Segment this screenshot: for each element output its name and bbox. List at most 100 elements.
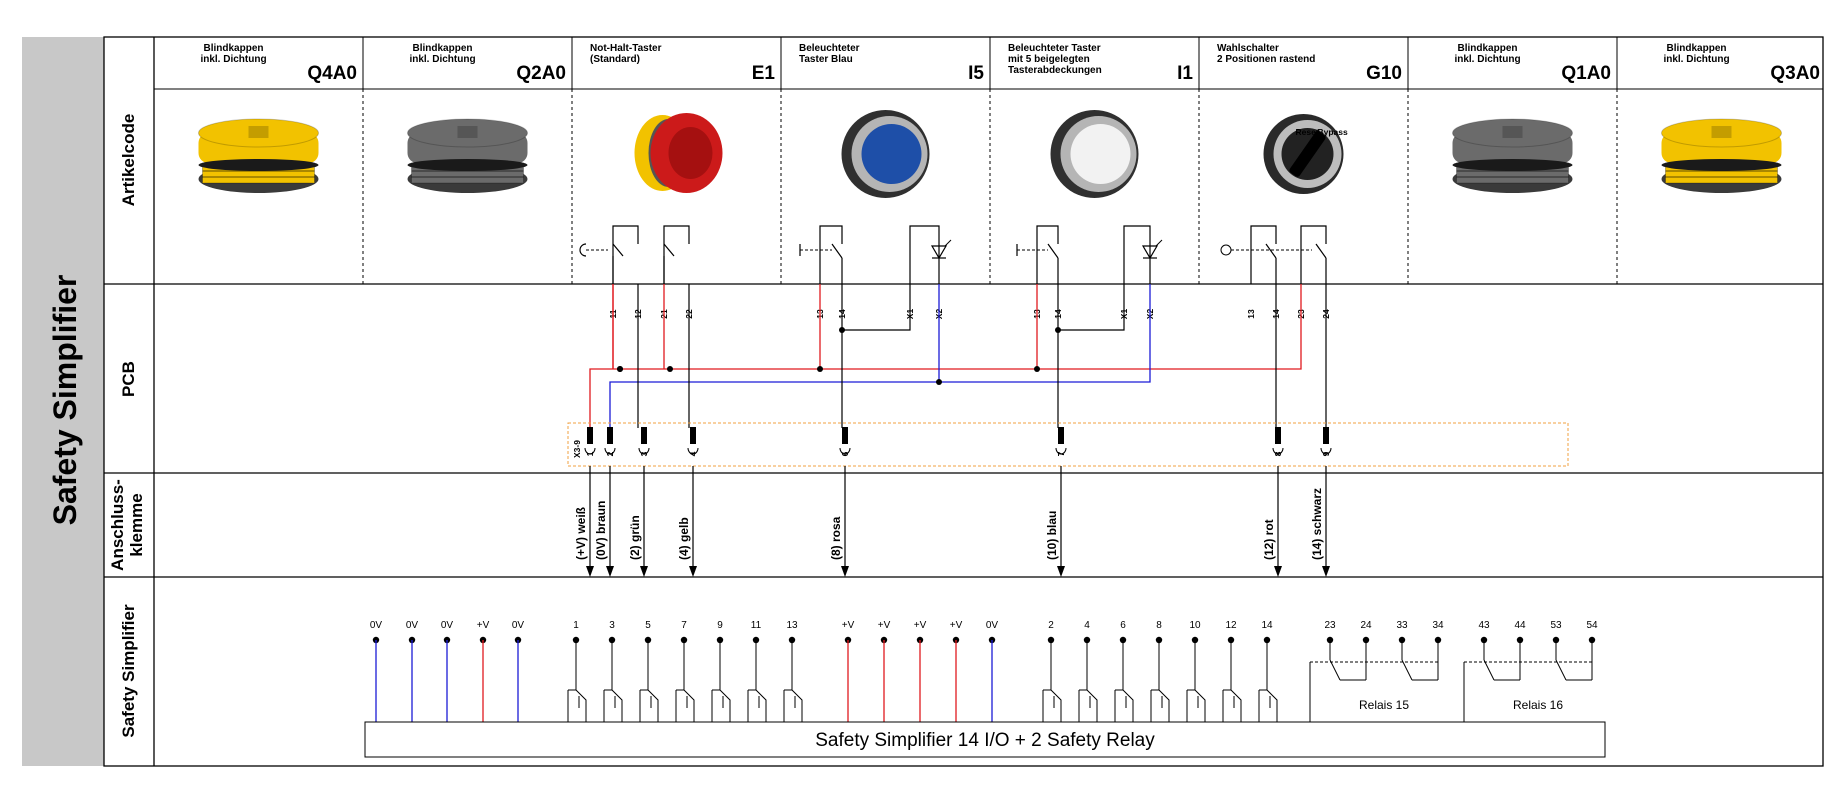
terminal-label: 13 [786, 620, 798, 631]
terminal-53-30: 53 [1550, 620, 1562, 644]
terminal-label: 5 [645, 620, 651, 631]
terminal-24-25: 24 [1360, 620, 1372, 644]
pin-label: 6 [840, 451, 850, 456]
module-box [364, 721, 1606, 758]
pin-body [1058, 427, 1064, 444]
terminal-13-11: 13 [783, 620, 803, 722]
slot-desc: Blindkappen [1666, 43, 1726, 54]
estop-red-center [668, 127, 713, 179]
cap-seal [198, 159, 319, 171]
wire-label: (+V) weiß [574, 507, 588, 560]
terminal-23-24: 23 [1324, 620, 1336, 644]
terminal-4-18: 4 [1078, 620, 1098, 722]
cap-top [1661, 118, 1782, 148]
pcb-junction [667, 366, 673, 372]
diagram-title: Safety Simplifier [47, 275, 83, 526]
pin-body [1275, 427, 1281, 444]
terminal-1-5: 1 [567, 620, 587, 722]
slot-code: G10 [1366, 63, 1402, 84]
slot-code: Q1A0 [1561, 63, 1611, 84]
pin-socket [1272, 447, 1284, 455]
contact-nc [612, 225, 639, 284]
connector-name: X3-9 [572, 440, 582, 458]
pin-label: 8 [1273, 451, 1283, 456]
terminal-label: 23 [1324, 620, 1336, 631]
connector-outline [567, 422, 1569, 467]
emergency-stop-icon [634, 113, 723, 193]
pcb-junction [817, 366, 823, 372]
terminal-label: 54 [1586, 620, 1598, 631]
led-ray [1155, 239, 1163, 247]
g10-contacts [1220, 225, 1327, 284]
terminal-14-23: 14 [1258, 620, 1278, 722]
contact-blade [612, 243, 624, 257]
estop-contacts [579, 225, 690, 284]
contact-blade [1315, 243, 1327, 259]
terminal-+V-12: +V [842, 620, 855, 722]
pin-body [587, 427, 593, 444]
pin-socket [638, 447, 650, 455]
terminal-+V-14: +V [914, 620, 927, 722]
terminal-0V-4: 0V [512, 620, 524, 722]
slot-code: Q3A0 [1770, 63, 1820, 84]
terminal-label: 10 [1189, 620, 1201, 631]
terminal-5-7: 5 [639, 620, 659, 722]
slot-desc: Blindkappen [1457, 43, 1517, 54]
slot-desc: Taster Blau [799, 54, 853, 65]
terminal-label: +V [842, 620, 855, 631]
terminal-6-19: 6 [1114, 620, 1134, 722]
pcb-junction [617, 366, 623, 372]
pin-socket [604, 447, 616, 455]
io-transistor [755, 689, 767, 722]
row-label-anschluss-1: Anschluss- [108, 479, 127, 571]
terminal-label: 1 [573, 620, 579, 631]
terminal-label: 6 [1120, 620, 1126, 631]
slot-code: Q4A0 [307, 63, 357, 84]
cap-top [407, 118, 528, 148]
outer-frame [103, 36, 1824, 767]
pcb-junction [936, 379, 942, 385]
led-symbol [930, 245, 948, 260]
terminal-label: 53 [1550, 620, 1562, 631]
wire-4: (4) gelb [677, 466, 697, 577]
terminal-wires: (+V) weiß(0V) braun(2) grün(4) gelb(8) r… [574, 466, 1330, 577]
io-transistor [683, 689, 695, 722]
slot-desc: Blindkappen [203, 43, 263, 54]
wire-arrow [1274, 566, 1282, 577]
wire-arrow [689, 566, 697, 577]
slot-desc: Blindkappen [412, 43, 472, 54]
pin-label: 7 [1056, 451, 1066, 456]
pin-body [842, 427, 848, 444]
pin-socket [839, 447, 851, 455]
connector-pin-9: 9 [1320, 427, 1332, 456]
pin-label: 3 [639, 451, 649, 456]
terminal-2-17: 2 [1042, 620, 1062, 722]
terminal-44-29: 44 [1514, 620, 1526, 644]
terminal-label: 0V [406, 620, 419, 631]
wire-arrow [606, 566, 614, 577]
terminal-+V-13: +V [878, 620, 891, 722]
terminal-34-27: 34 [1432, 620, 1444, 644]
terminal-11-10: 11 [747, 620, 767, 722]
slot-code: Q2A0 [516, 63, 566, 84]
connector-pin-8: 8 [1272, 427, 1284, 456]
pcb-blue-bus [609, 284, 1151, 428]
pin-label: 9 [1321, 451, 1331, 456]
connector-pin-6: 6 [839, 427, 851, 456]
connector-pin-7: 7 [1055, 427, 1067, 456]
relay-contact [1555, 659, 1567, 681]
contact-nc [663, 225, 690, 284]
io-transistor [719, 689, 731, 722]
pin-socket [1320, 447, 1332, 455]
cap-hex-socket [1502, 126, 1523, 138]
slot-code: I5 [968, 63, 984, 84]
cap-top [198, 118, 319, 148]
relay-contact [1483, 659, 1495, 681]
wire-arrow [1057, 566, 1065, 577]
io-transistor [1122, 689, 1134, 722]
cap-hex-socket [248, 126, 269, 138]
terminal-label: 0V [370, 620, 383, 631]
terminal-10-21: 10 [1186, 620, 1206, 722]
wire-label: (14) schwarz [1310, 488, 1324, 560]
